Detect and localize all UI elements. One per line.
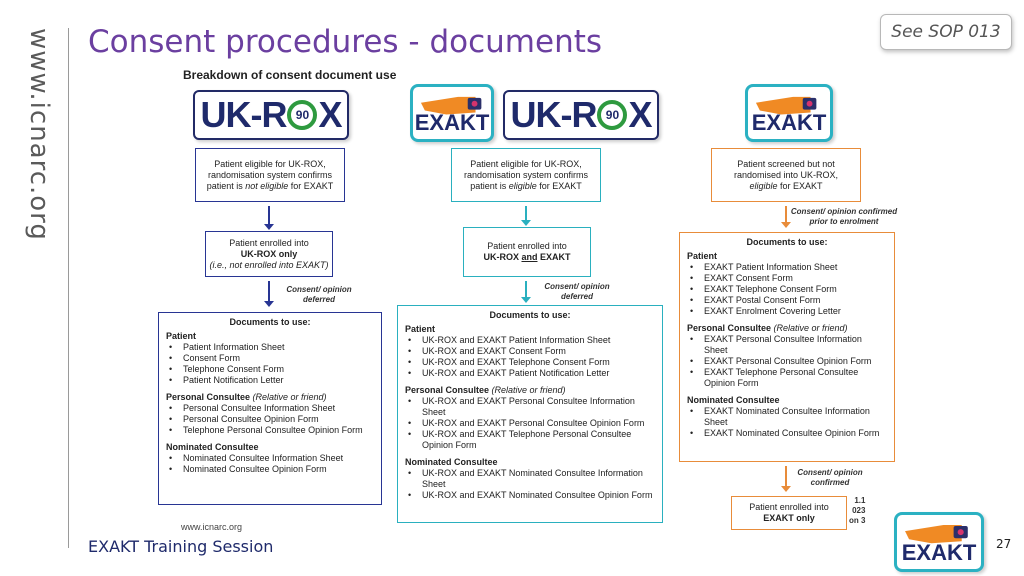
col1-documents-box: Documents to use: Patient Patient Inform… xyxy=(158,312,382,505)
slide-title: Consent procedures - documents xyxy=(88,24,603,60)
col3-section-heading: Patient xyxy=(687,251,718,261)
exakt-hand-icon xyxy=(905,525,968,544)
col2-patient-list: UK-ROX and EXAKT Patient Information She… xyxy=(405,335,655,379)
exakt-logo-right: EXAKT xyxy=(745,84,833,142)
list-item: EXAKT Postal Consent Form xyxy=(687,295,887,306)
col1-step1-box: Patient eligible for UK-ROX, randomisati… xyxy=(195,148,345,202)
list-item: UK-ROX and EXAKT Telephone Personal Cons… xyxy=(405,429,655,451)
footer-text: EXAKT Training Session xyxy=(88,537,274,556)
col3-section-heading: Nominated Consultee xyxy=(687,395,780,405)
col1-section-heading: Personal Consultee (Relative or friend) xyxy=(166,392,327,402)
col1-patient-list: Patient Information Sheet Consent Form T… xyxy=(166,342,374,386)
col3-nominated-list: EXAKT Nominated Consultee Information Sh… xyxy=(687,406,887,439)
side-url: www.icnarc.org xyxy=(24,28,54,241)
side-divider xyxy=(68,28,69,548)
figure-source-url: www.icnarc.org xyxy=(181,522,243,532)
exakt-logo-middle: EXAKT xyxy=(410,84,494,142)
figure-version: 1.1 023 on 3 xyxy=(849,496,866,525)
col2-personal-list: UK-ROX and EXAKT Personal Consultee Info… xyxy=(405,396,655,451)
col3-personal-list: EXAKT Personal Consultee Information She… xyxy=(687,334,887,389)
col2-arrow-2 xyxy=(521,281,531,303)
col1-section-heading: Patient xyxy=(166,331,197,341)
list-item: Nominated Consultee Information Sheet xyxy=(166,453,374,464)
list-item: UK-ROX and EXAKT Patient Information She… xyxy=(405,335,655,346)
list-item: EXAKT Nominated Consultee Information Sh… xyxy=(687,406,887,428)
list-item: UK-ROX and EXAKT Patient Notification Le… xyxy=(405,368,655,379)
list-item: Consent Form xyxy=(166,353,374,364)
list-item: UK-ROX and EXAKT Consent Form xyxy=(405,346,655,357)
col2-nominated-list: UK-ROX and EXAKT Nominated Consultee Inf… xyxy=(405,468,655,501)
col3-arrow-1 xyxy=(781,206,791,228)
exakt-hand-icon xyxy=(755,96,817,115)
list-item: EXAKT Enrolment Covering Letter xyxy=(687,306,887,317)
col2-section-heading: Nominated Consultee xyxy=(405,457,498,467)
col3-step1-box: Patient screened but not randomised into… xyxy=(711,148,861,202)
sop-badge: See SOP 013 xyxy=(880,14,1012,50)
list-item: UK-ROX and EXAKT Nominated Consultee Inf… xyxy=(405,468,655,490)
list-item: UK-ROX and EXAKT Telephone Consent Form xyxy=(405,357,655,368)
col1-note: Consent/ opinion deferred xyxy=(286,285,352,304)
col2-documents-box: Documents to use: Patient UK-ROX and EXA… xyxy=(397,305,663,523)
list-item: Patient Notification Letter xyxy=(166,375,374,386)
list-item: EXAKT Nominated Consultee Opinion Form xyxy=(687,428,887,439)
col1-nominated-list: Nominated Consultee Information Sheet No… xyxy=(166,453,374,475)
list-item: EXAKT Telephone Consent Form xyxy=(687,284,887,295)
col3-note-2: Consent/ opinion confirmed xyxy=(797,468,863,487)
col2-step2-box: Patient enrolled into UK-ROX and EXAKT xyxy=(463,227,591,277)
col2-step1-box: Patient eligible for UK-ROX, randomisati… xyxy=(451,148,601,202)
col3-step3-box: Patient enrolled into EXAKT only xyxy=(731,496,847,530)
list-item: EXAKT Personal Consultee Information She… xyxy=(687,334,887,356)
list-item: Patient Information Sheet xyxy=(166,342,374,353)
col3-patient-list: EXAKT Patient Information Sheet EXAKT Co… xyxy=(687,262,887,317)
list-item: UK-ROX and EXAKT Personal Consultee Opin… xyxy=(405,418,655,429)
list-item: EXAKT Consent Form xyxy=(687,273,887,284)
page-number: 27 xyxy=(996,537,1012,551)
list-item: UK-ROX and EXAKT Nominated Consultee Opi… xyxy=(405,490,655,501)
list-item: Personal Consultee Information Sheet xyxy=(166,403,374,414)
col1-step2-box: Patient enrolled into UK-ROX only (i.e.,… xyxy=(205,231,333,277)
exakt-hand-icon xyxy=(420,96,482,115)
col2-section-heading: Patient xyxy=(405,324,436,334)
col3-documents-box: Documents to use: Patient EXAKT Patient … xyxy=(679,232,895,462)
col1-arrow-1 xyxy=(264,206,274,230)
list-item: Telephone Consent Form xyxy=(166,364,374,375)
list-item: EXAKT Telephone Personal Consultee Opini… xyxy=(687,367,887,389)
col1-section-heading: Nominated Consultee xyxy=(166,442,259,452)
list-item: UK-ROX and EXAKT Personal Consultee Info… xyxy=(405,396,655,418)
list-item: Personal Consultee Opinion Form xyxy=(166,414,374,425)
col3-note-1: Consent/ opinion confirmed prior to enro… xyxy=(790,207,898,226)
figure-title: Breakdown of consent document use xyxy=(183,68,397,82)
list-item: Nominated Consultee Opinion Form xyxy=(166,464,374,475)
col2-section-heading: Personal Consultee (Relative or friend) xyxy=(405,385,566,395)
list-item: EXAKT Patient Information Sheet xyxy=(687,262,887,273)
col3-arrow-2 xyxy=(781,466,791,492)
col2-note: Consent/ opinion deferred xyxy=(544,282,610,301)
exakt-footer-logo: EXAKT xyxy=(894,512,984,572)
col1-arrow-2 xyxy=(264,281,274,307)
list-item: Telephone Personal Consultee Opinion For… xyxy=(166,425,374,436)
col1-personal-list: Personal Consultee Information Sheet Per… xyxy=(166,403,374,436)
col3-section-heading: Personal Consultee (Relative or friend) xyxy=(687,323,848,333)
list-item: EXAKT Personal Consultee Opinion Form xyxy=(687,356,887,367)
col2-arrow-1 xyxy=(521,206,531,226)
